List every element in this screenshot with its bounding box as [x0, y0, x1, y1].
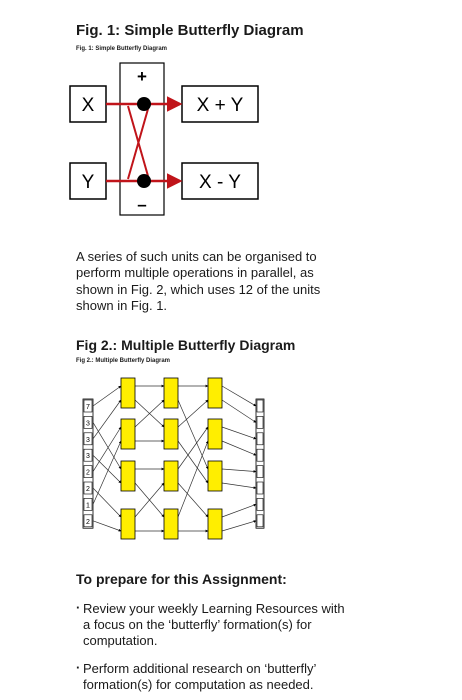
input-cell — [83, 448, 93, 462]
butterfly-unit — [120, 508, 136, 540]
butterfly-unit — [163, 460, 179, 492]
input-cell — [83, 399, 93, 413]
butterfly-unit — [163, 418, 179, 450]
output-cell — [256, 432, 264, 446]
connection-line — [221, 426, 257, 440]
connection-line — [92, 487, 122, 518]
bullet-line: a focus on the ‘butterfly’ formation(s) … — [83, 617, 312, 632]
paragraph-line: shown in Fig. 1. — [76, 298, 168, 314]
input-value: 2 — [86, 519, 90, 526]
connection-line — [177, 426, 209, 470]
connection-line — [177, 440, 209, 518]
input-value: 3 — [86, 453, 90, 460]
butterfly-unit — [163, 377, 179, 409]
butterfly-unit — [207, 508, 223, 540]
output-diff-label: X - Y — [199, 172, 241, 193]
connection-line — [92, 399, 122, 440]
output-cell — [256, 498, 264, 511]
bullet-dot: · — [76, 660, 81, 675]
cross-line-2 — [127, 108, 149, 180]
butterfly-column — [119, 62, 165, 216]
paragraph-line: shown in Fig. 2, which uses 12 of the un… — [76, 281, 321, 297]
fig1-caption: Fig. 1: Simple Butterfly Diagram — [76, 46, 168, 52]
input-value: 1 — [86, 502, 90, 509]
bullet-dot: · — [76, 600, 81, 615]
input-x-label: X — [82, 95, 95, 116]
input-x-box — [69, 85, 107, 123]
input-cell — [83, 514, 93, 528]
input-value: 7 — [86, 404, 90, 411]
diff-node — [137, 174, 151, 188]
bullet-line: Perform additional research on ‘butterfl… — [83, 661, 317, 676]
connection-line — [177, 440, 209, 484]
input-column — [82, 398, 94, 529]
assignment-heading: To prepare for this Assignment: — [76, 571, 287, 587]
output-cell — [256, 514, 264, 528]
fig2-heading: Fig 2.: Multiple Butterfly Diagram — [76, 337, 296, 353]
sum-node — [137, 97, 151, 111]
input-value: 3 — [86, 420, 90, 427]
fig1-heading: Fig. 1: Simple Butterfly Diagram — [76, 22, 304, 39]
input-cell — [83, 416, 93, 429]
output-sum-box — [181, 85, 259, 123]
paragraph-line: perform multiple operations in parallel,… — [76, 265, 314, 281]
fig2-caption: Fig 2.: Multiple Butterfly Diagram — [76, 358, 171, 364]
connection-line — [92, 422, 122, 470]
connection-line — [92, 426, 122, 472]
output-cell — [256, 448, 264, 462]
bullet-line: Review your weekly Learning Resources wi… — [83, 601, 345, 616]
bullet-line: formation(s) for computation as needed. — [83, 677, 314, 692]
input-cell — [83, 465, 93, 478]
input-cell — [83, 498, 93, 511]
output-cell — [256, 465, 264, 478]
connection-line — [221, 399, 257, 423]
output-sum-label: X + Y — [197, 95, 244, 116]
plus-sign: + — [137, 67, 147, 86]
input-cell — [83, 432, 93, 446]
input-value: 2 — [86, 470, 90, 477]
output-column — [255, 398, 265, 529]
butterfly-unit — [120, 418, 136, 450]
output-cell — [256, 399, 264, 413]
input-value: 2 — [86, 486, 90, 493]
connection-line — [92, 520, 122, 532]
connection-line — [177, 399, 209, 470]
connection-line — [221, 482, 257, 490]
bullet-line: computation. — [83, 633, 158, 648]
butterfly-unit — [207, 460, 223, 492]
input-cell — [83, 481, 93, 495]
connection-line — [177, 399, 209, 428]
connection-line — [177, 482, 209, 518]
connection-line — [134, 399, 165, 428]
butterfly-unit — [120, 377, 136, 409]
connection-line — [92, 454, 122, 484]
butterfly-unit — [120, 460, 136, 492]
connection-line — [221, 468, 257, 473]
minus-sign: – — [137, 195, 146, 214]
output-cell — [256, 481, 264, 495]
output-cell — [256, 416, 264, 429]
connection-line — [134, 482, 165, 518]
butterfly-unit — [207, 418, 223, 450]
connection-line — [92, 385, 122, 407]
connection-line — [221, 440, 257, 456]
connection-line — [221, 520, 257, 532]
connection-line — [221, 503, 257, 518]
output-diff-box — [181, 162, 259, 200]
paragraph-line: A series of such units can be organised … — [76, 249, 317, 264]
butterfly-unit — [163, 508, 179, 540]
butterfly-unit — [207, 377, 223, 409]
connection-line — [221, 385, 257, 407]
connection-line — [92, 440, 122, 505]
input-value: 3 — [86, 437, 90, 444]
description-paragraph: A series of such units can be organised … — [76, 249, 376, 315]
input-y-label: Y — [82, 172, 95, 193]
